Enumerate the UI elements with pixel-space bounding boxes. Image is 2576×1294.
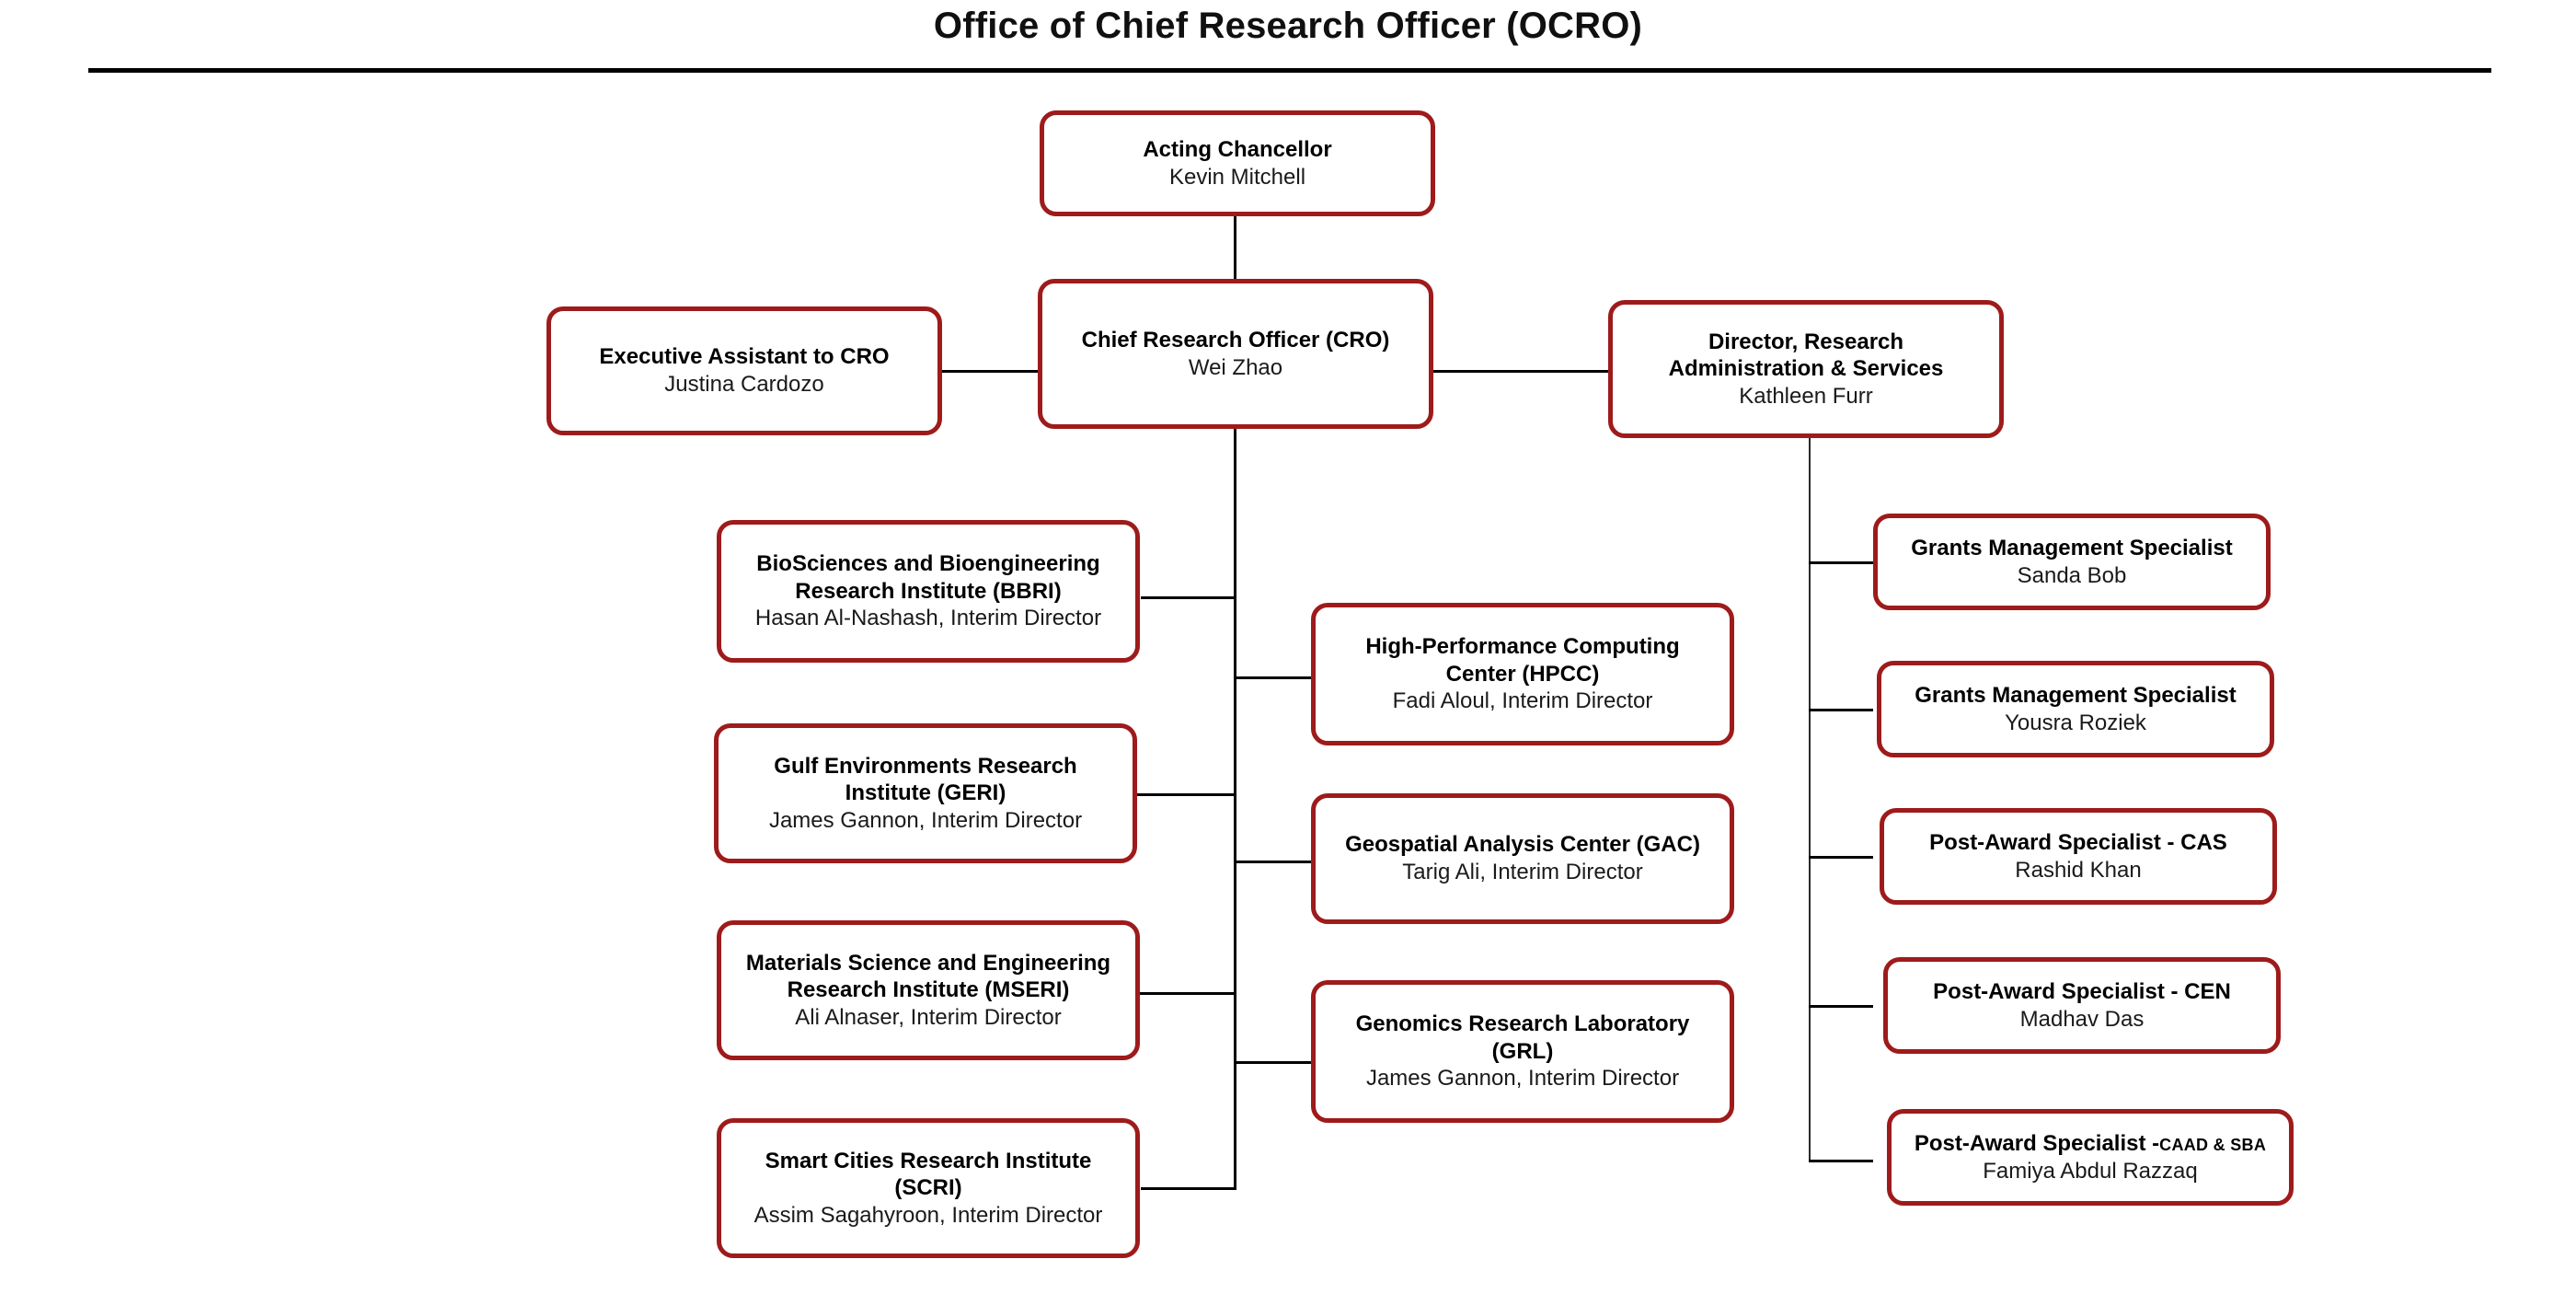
connector-trunk-to-institute-2	[1135, 793, 1236, 796]
node-chief-research-officer[interactable]: Chief Research Officer (CRO) Wei Zhao	[1038, 279, 1433, 429]
node-executive-assistant[interactable]: Executive Assistant to CRO Justina Cardo…	[546, 306, 942, 435]
node-staff-post-award-cen[interactable]: Post-Award Specialist - CEN Madhav Das	[1883, 957, 2281, 1054]
connector-trunk-to-institute-1	[1141, 596, 1236, 599]
node-role-line1: Smart Cities Research Institute	[765, 1148, 1092, 1173]
node-role-line2: Administration & Services	[1668, 356, 1944, 382]
node-person: Tarig Ali, Interim Director	[1402, 860, 1643, 884]
node-role: Chief Research Officer (CRO)	[1081, 327, 1390, 352]
node-person: Kathleen Furr	[1739, 383, 1873, 409]
page-title: Office of Chief Research Officer (OCRO)	[933, 6, 1643, 46]
title-divider	[88, 68, 2491, 73]
node-staff-grants-specialist-2[interactable]: Grants Management Specialist Yousra Rozi…	[1877, 661, 2274, 757]
connector-director-to-staff-3	[1809, 856, 1873, 859]
connector-trunk-to-center-1	[1234, 676, 1312, 679]
node-person: Famiya Abdul Razzaq	[1983, 1158, 2198, 1184]
node-role-suffix: CAAD & SBA	[2159, 1135, 2267, 1154]
node-role-line1: Director, Research	[1708, 329, 1904, 354]
node-staff-post-award-caad-sba[interactable]: Post-Award Specialist -CAAD & SBA Famiya…	[1887, 1109, 2294, 1206]
node-person: James Gannon, Interim Director	[1365, 1066, 1680, 1092]
node-center-grl[interactable]: Genomics Research Laboratory (GRL) James…	[1311, 980, 1734, 1123]
connector-trunk-to-center-2	[1234, 861, 1312, 863]
connector-cro-to-director	[1429, 370, 1608, 373]
node-person: Fadi Aloul, Interim Director	[1392, 688, 1653, 714]
node-role-line1: BioSciences and Bioengineering	[756, 551, 1100, 577]
node-center-hpcc[interactable]: High-Performance Computing Center (HPCC)…	[1311, 603, 1734, 745]
connector-trunk-to-institute-3	[1138, 992, 1236, 995]
connector-director-to-staff-2	[1809, 709, 1873, 711]
node-person: James Gannon, Interim Director	[768, 807, 1083, 833]
node-role-line2: Center (HPCC)	[1445, 661, 1600, 687]
node-center-gac[interactable]: Geospatial Analysis Center (GAC) Tarig A…	[1311, 793, 1734, 924]
node-person: Justina Cardozo	[664, 372, 824, 397]
node-person: Ali Alnaser, Interim Director	[795, 1004, 1062, 1030]
connector-director-to-staff-4	[1809, 1005, 1873, 1008]
node-institute-mseri[interactable]: Materials Science and Engineering Resear…	[717, 920, 1140, 1060]
trunk-cro-vertical	[1234, 429, 1236, 1189]
node-role-line2: Institute (GERI)	[845, 780, 1006, 806]
node-director-research-administration[interactable]: Director, Research Administration & Serv…	[1608, 300, 2004, 438]
node-role: Grants Management Specialist	[1911, 535, 2233, 560]
connector-cro-to-exec-assistant	[938, 370, 1040, 373]
node-role-line1: Gulf Environments Research	[774, 753, 1077, 779]
node-person: Rashid Khan	[2015, 857, 2142, 883]
node-role: Post-Award Specialist -CAAD & SBA	[1915, 1130, 2266, 1158]
node-role: Executive Assistant to CRO	[599, 344, 890, 370]
connector-director-to-staff-5	[1809, 1160, 1873, 1162]
node-person: Madhav Das	[2019, 1006, 2145, 1032]
node-person: Sanda Bob	[2017, 562, 2127, 588]
node-role-line2: Research Institute (MSERI)	[787, 977, 1070, 1003]
node-role-line1: Genomics Research Laboratory	[1355, 1011, 1690, 1037]
node-role-line1: Materials Science and Engineering	[745, 950, 1111, 976]
node-person: Yousra Roziek	[2005, 710, 2146, 735]
node-role-line2: (GRL)	[1491, 1038, 1554, 1064]
node-role-line1: Geospatial Analysis Center (GAC)	[1345, 832, 1700, 858]
node-role-line2: Research Institute (BBRI)	[795, 578, 1062, 604]
node-person: Assim Sagahyroon, Interim Director	[753, 1202, 1103, 1228]
node-role-line2: (SCRI)	[894, 1175, 962, 1201]
node-acting-chancellor[interactable]: Acting Chancellor Kevin Mitchell	[1040, 110, 1435, 216]
connector-director-to-staff-1	[1809, 561, 1873, 564]
node-role: Acting Chancellor	[1143, 136, 1332, 162]
connector-chancellor-to-cro	[1234, 215, 1236, 280]
trunk-director-vertical	[1809, 437, 1811, 1161]
node-role-line1: High-Performance Computing	[1365, 634, 1680, 660]
node-role: Post-Award Specialist - CAS	[1929, 829, 2227, 855]
node-institute-bbri[interactable]: BioSciences and Bioengineering Research …	[717, 520, 1140, 663]
node-staff-post-award-cas[interactable]: Post-Award Specialist - CAS Rashid Khan	[1880, 808, 2277, 905]
connector-trunk-to-center-3	[1234, 1061, 1312, 1064]
node-role-main: Post-Award Specialist -	[1914, 1130, 2160, 1156]
node-staff-grants-specialist-1[interactable]: Grants Management Specialist Sanda Bob	[1873, 514, 2271, 610]
node-person: Wei Zhao	[1188, 354, 1283, 380]
node-role: Post-Award Specialist - CEN	[1933, 978, 2231, 1004]
node-institute-geri[interactable]: Gulf Environments Research Institute (GE…	[714, 723, 1137, 863]
node-institute-scri[interactable]: Smart Cities Research Institute (SCRI) A…	[717, 1118, 1140, 1258]
node-person: Hasan Al-Nashash, Interim Director	[754, 606, 1102, 631]
connector-trunk-to-institute-4	[1141, 1187, 1236, 1190]
node-person: Kevin Mitchell	[1168, 164, 1306, 190]
node-role: Grants Management Specialist	[1915, 682, 2237, 708]
